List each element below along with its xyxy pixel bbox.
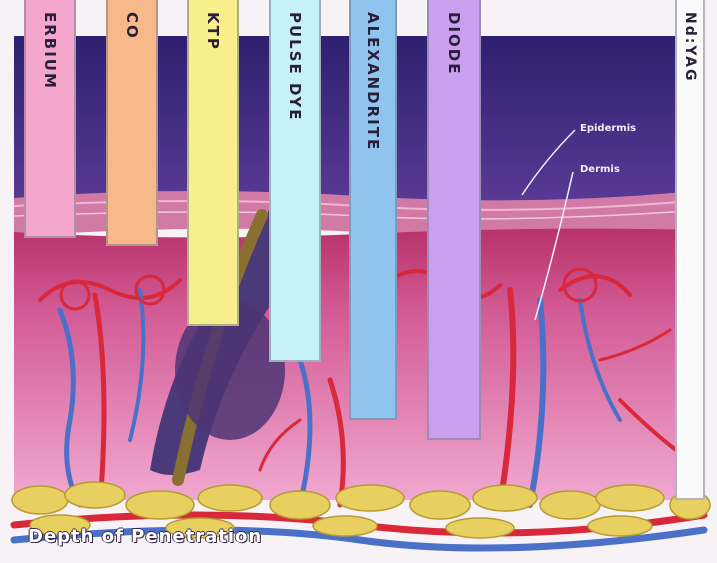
laser-label: PULSE DYE xyxy=(286,12,304,121)
laser-label: ERBIUM xyxy=(41,12,59,90)
laser-label: CO xyxy=(123,12,141,40)
laser-label: ALEXANDRITE xyxy=(364,12,382,151)
laser-bar-ktp: KTP xyxy=(187,0,239,326)
laser-label: KTP xyxy=(204,12,222,51)
laser-bar-alexandrite: ALEXANDRITE xyxy=(349,0,397,420)
dermis-label: Dermis xyxy=(580,164,620,175)
laser-bar-nd-yag: Nd:YAG xyxy=(675,0,705,500)
laser-bar-pulse-dye: PULSE DYE xyxy=(269,0,321,362)
epidermis-label: Epidermis xyxy=(580,123,636,134)
laser-label: Nd:YAG xyxy=(682,12,698,82)
laser-label: DIODE xyxy=(445,12,463,75)
laser-bar-erbium: ERBIUM xyxy=(24,0,76,238)
laser-bar-diode: DIODE xyxy=(427,0,481,440)
laser-bar-co: CO xyxy=(106,0,158,246)
depth-of-penetration-caption: Depth of Penetration xyxy=(28,526,262,547)
